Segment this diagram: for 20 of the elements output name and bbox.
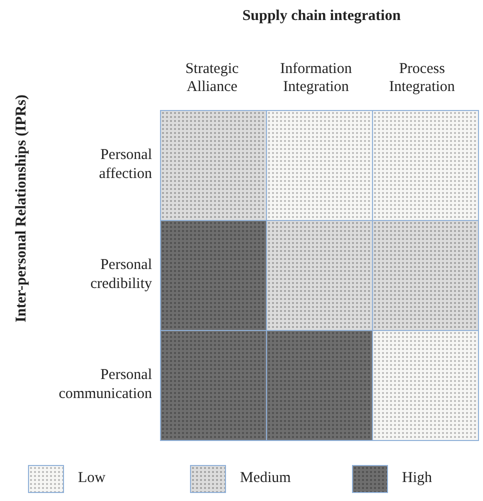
row-header: Personal affection — [98, 146, 152, 184]
legend-label: High — [402, 470, 432, 487]
matrix-cell — [266, 220, 373, 331]
column-header: Information Integration — [279, 60, 353, 96]
matrix-cell — [372, 110, 479, 221]
matrix-cell — [160, 110, 267, 221]
row-header: Personal credibility — [89, 256, 152, 294]
column-header: Strategic Alliance — [184, 60, 240, 96]
axis-title: Inter-personal Relationships (IPRs) — [14, 94, 30, 324]
matrix-cell — [160, 330, 267, 441]
matrix-cell — [266, 330, 373, 441]
matrix-cell — [372, 330, 479, 441]
row-header: Personal communication — [58, 366, 152, 404]
matrix-cell — [266, 110, 373, 221]
legend-label: Low — [78, 470, 106, 487]
matrix-title: Supply chain integration — [241, 8, 402, 25]
legend-label: Medium — [240, 470, 291, 487]
matrix-cell — [160, 220, 267, 331]
matrix-cell — [372, 220, 479, 331]
column-header: Process Integration — [388, 60, 456, 96]
